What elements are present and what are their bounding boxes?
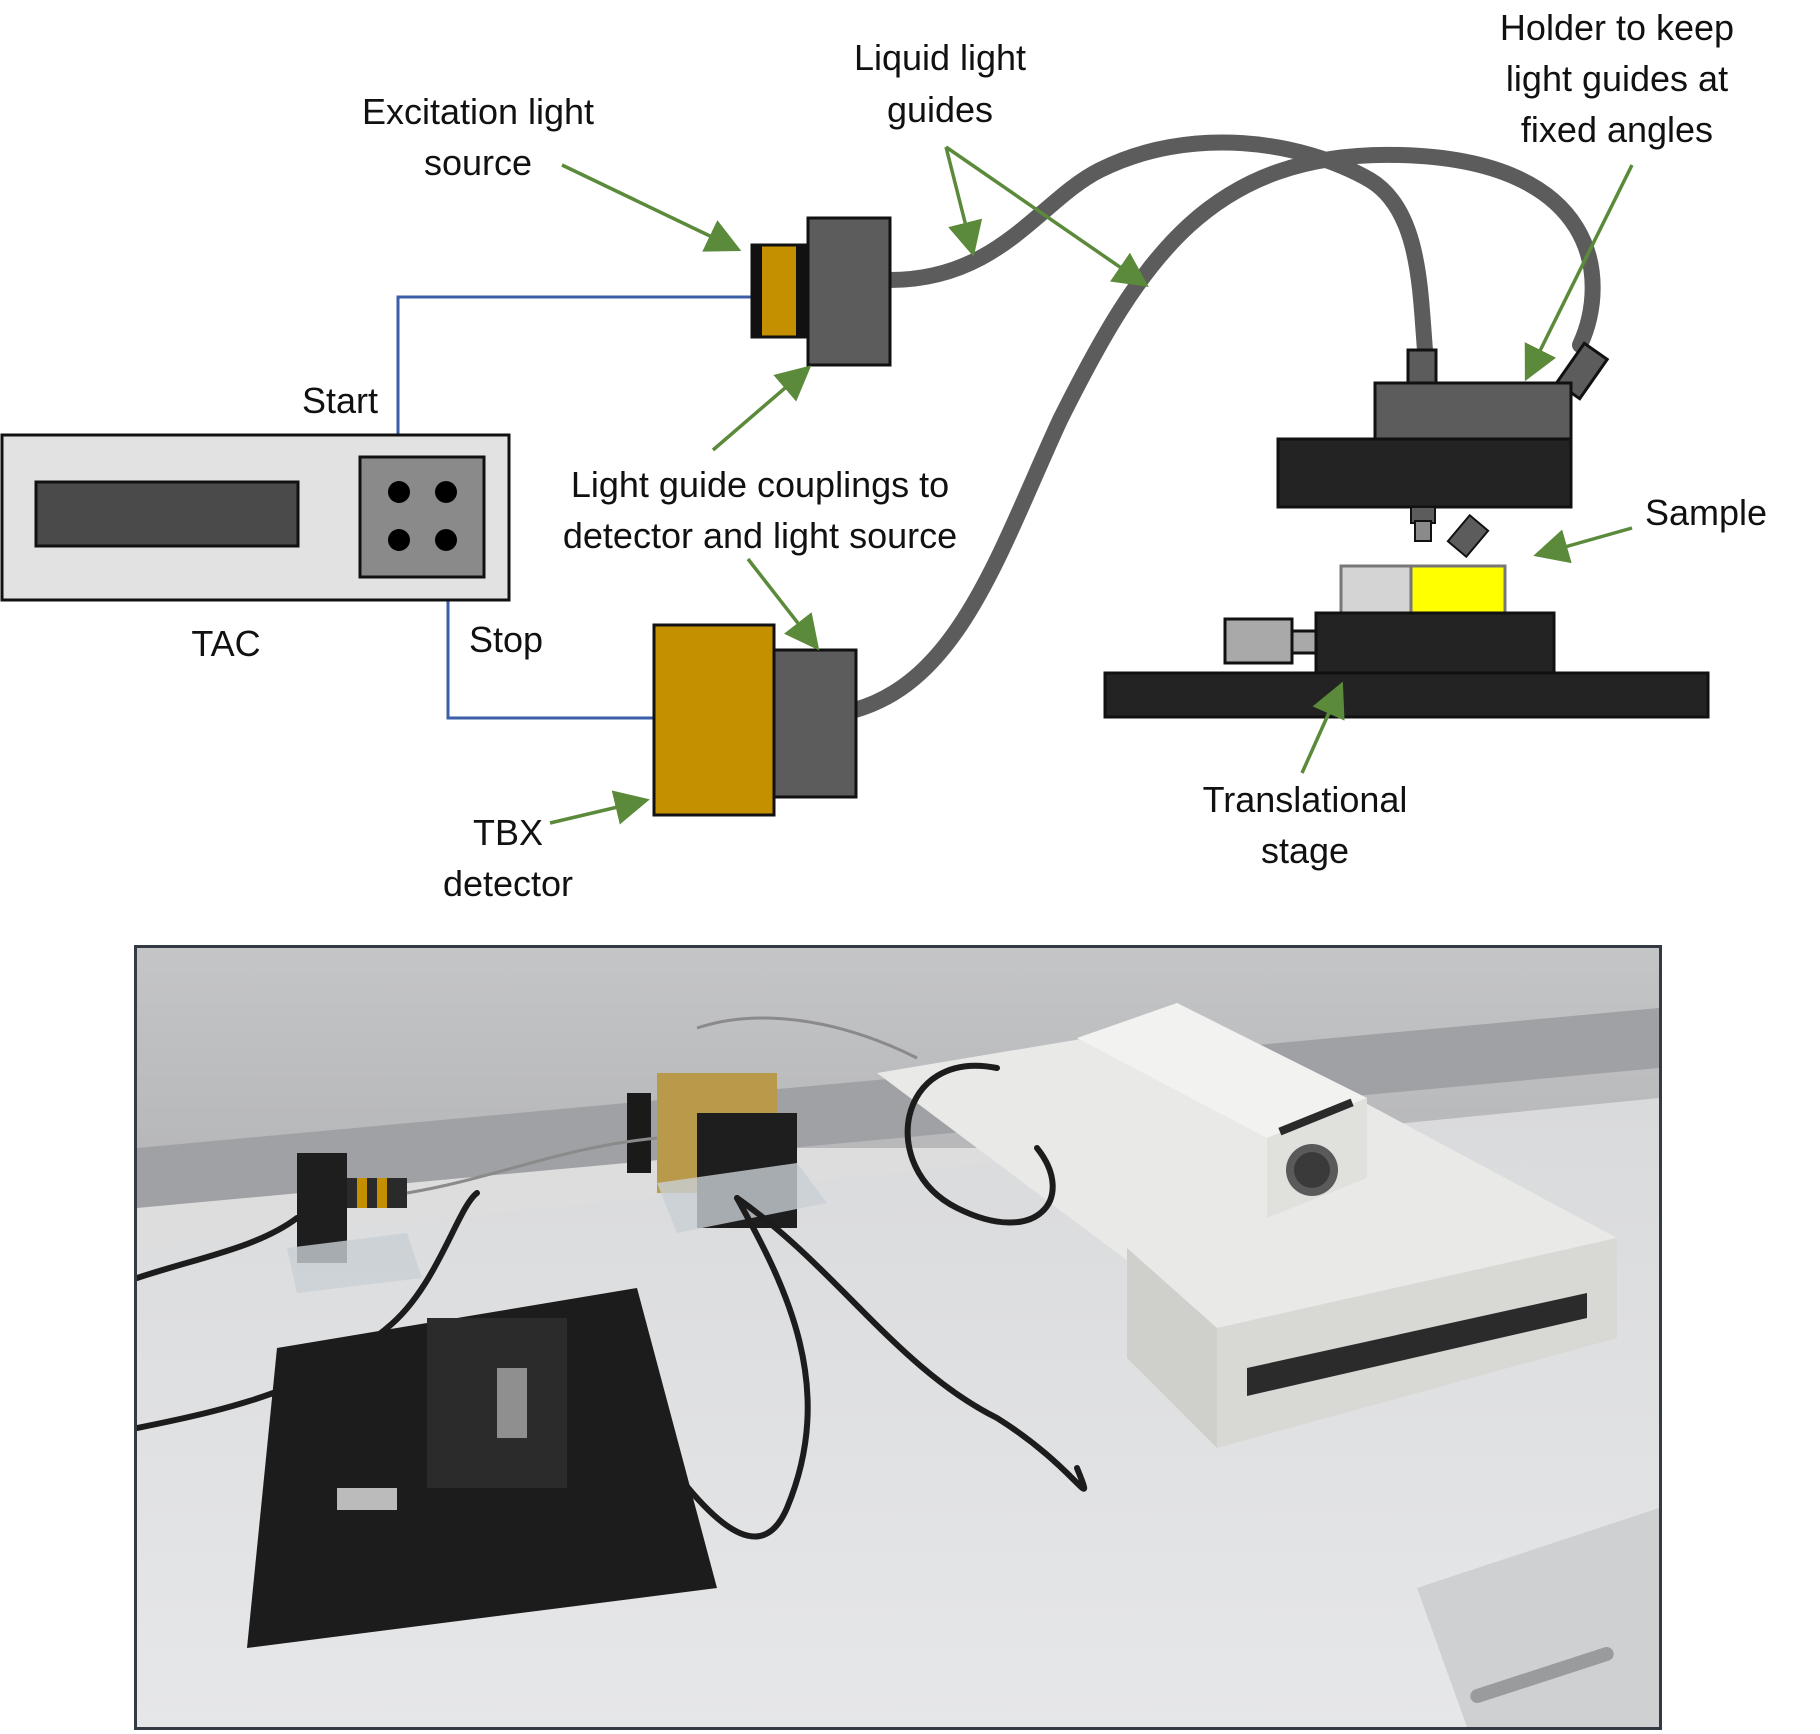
- photo-illustration: [137, 948, 1659, 1727]
- label-liquid-2: guides: [887, 89, 993, 130]
- tac-connector-panel: [358, 455, 486, 579]
- arrow-liquid-2: [945, 145, 1149, 287]
- arrow-excitation: [561, 163, 742, 252]
- sample-blank: [1339, 564, 1413, 615]
- arrow-stage: [1300, 681, 1345, 774]
- sample-holder-assembly: [1103, 341, 1710, 719]
- label-holder-2: light guides at: [1506, 58, 1728, 99]
- arrow-liquid-1: [944, 146, 983, 257]
- label-sample: Sample: [1645, 492, 1767, 533]
- excitation-coupling: [806, 216, 892, 367]
- guide-detector: [847, 146, 1601, 718]
- label-stage-1: Translational: [1203, 779, 1408, 820]
- instrument-box-top: [877, 1018, 1617, 1328]
- label-couplings-2: detector and light source: [563, 515, 957, 556]
- detector-coupling: [772, 648, 858, 799]
- stop-signal-line: [433, 555, 654, 720]
- light-guide-holder: [1373, 381, 1573, 443]
- label-tbx-2: detector: [443, 863, 573, 900]
- label-liquid-1: Liquid light: [854, 37, 1026, 78]
- start-signal-line: [383, 295, 752, 476]
- arrow-coupling-lower: [746, 557, 820, 651]
- stage-micrometer: [1223, 617, 1294, 665]
- liquid-light-guides: [847, 134, 1601, 718]
- label-tbx-1: TBX: [473, 812, 543, 853]
- guide-excitation: [882, 134, 1433, 358]
- labels: Excitation light source Liquid light gui…: [191, 7, 1767, 900]
- label-couplings-1: Light guide couplings to: [571, 464, 949, 505]
- tac-display: [34, 480, 300, 548]
- tbx-detector: [652, 623, 858, 817]
- arrow-sample: [1533, 526, 1633, 564]
- excitation-light-source: [750, 216, 892, 367]
- label-holder-1: Holder to keep: [1500, 7, 1734, 48]
- pointer-arrows: [549, 145, 1634, 825]
- arrow-coupling-upper: [711, 365, 812, 452]
- label-stage-2: stage: [1261, 830, 1349, 871]
- tac-unit: [0, 433, 511, 602]
- stage-base: [1103, 671, 1710, 719]
- label-excitation-1: Excitation light: [362, 91, 594, 132]
- arrow-holder: [1524, 164, 1634, 382]
- holder-plate: [1276, 437, 1573, 509]
- sample-yellow: [1409, 564, 1507, 615]
- schematic-diagram: Excitation light source Liquid light gui…: [0, 7, 1767, 900]
- label-holder-3: fixed angles: [1521, 109, 1713, 150]
- signal-lines: [383, 295, 752, 720]
- arrow-tbx: [549, 790, 650, 825]
- lab-setup-photo: [134, 945, 1662, 1730]
- label-start: Start: [302, 380, 378, 421]
- translational-stage: [1314, 611, 1556, 675]
- label-stop: Stop: [469, 619, 543, 660]
- label-tac: TAC: [191, 623, 260, 664]
- label-excitation-2: source: [424, 142, 532, 183]
